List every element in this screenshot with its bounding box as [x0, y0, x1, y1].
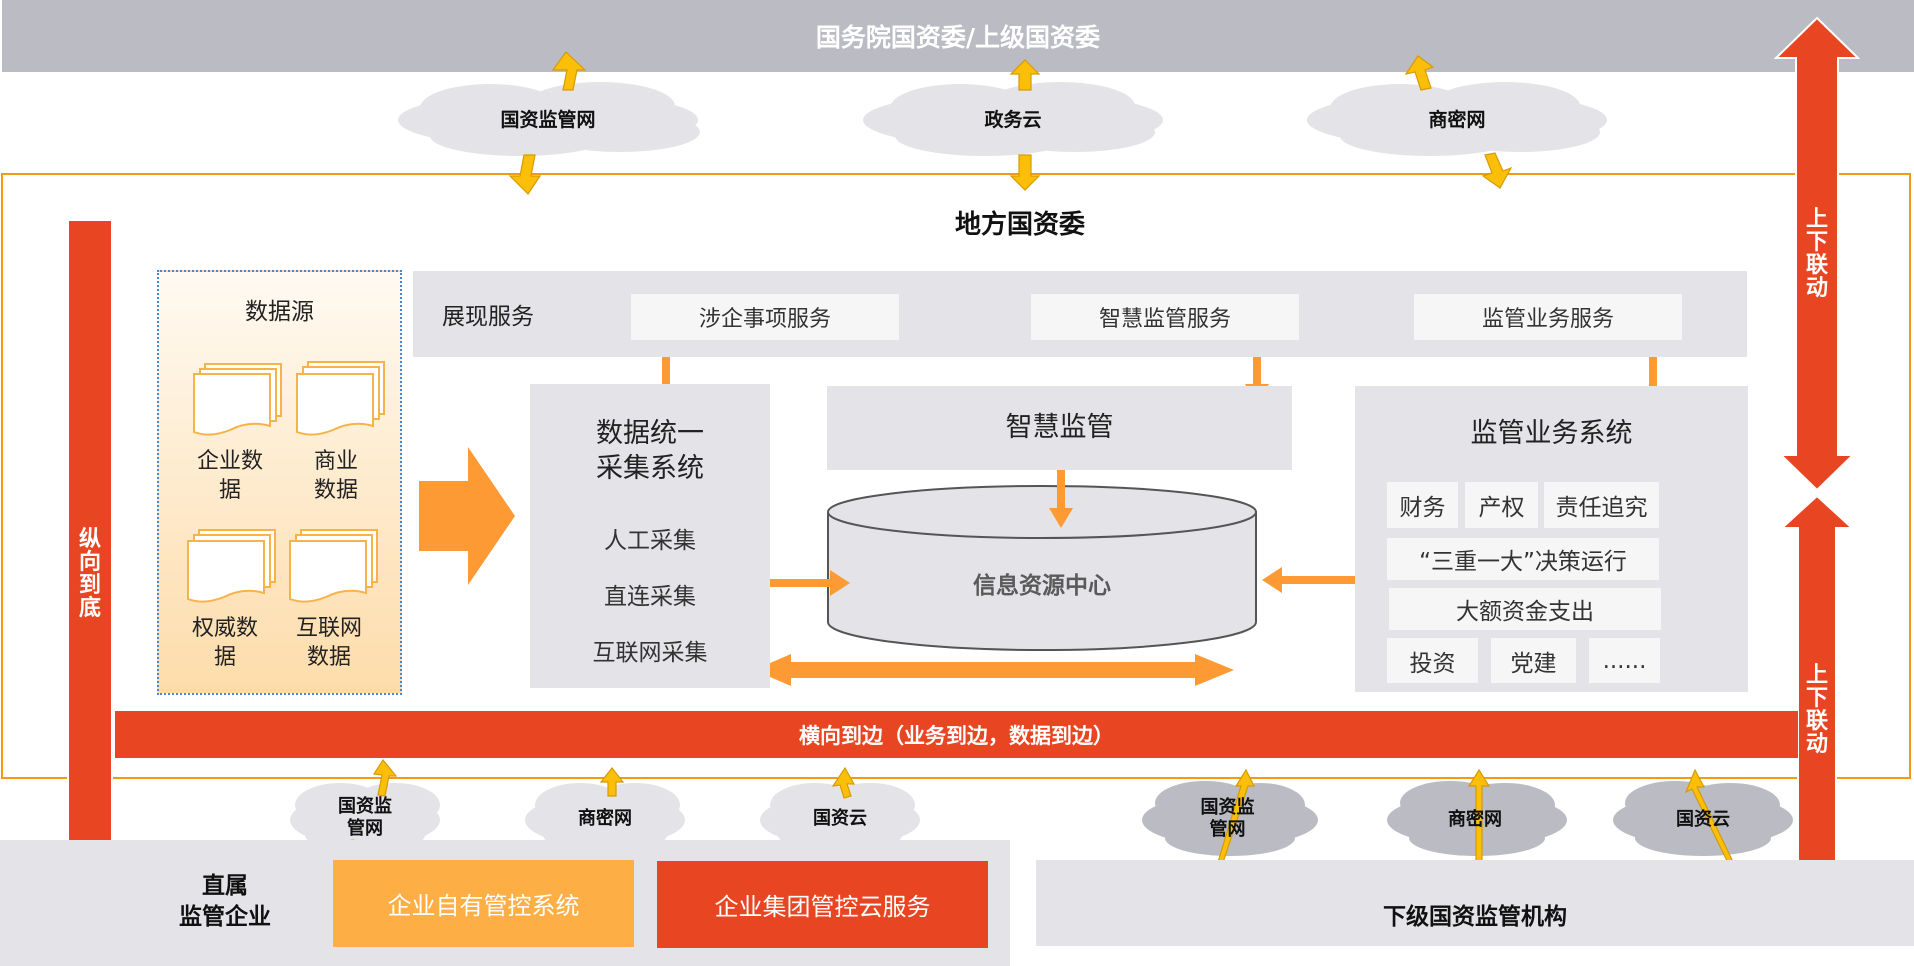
horizontal-coverage-bar: 横向到边（业务到边，数据到边）: [115, 711, 1798, 758]
service-enterprise-affairs[interactable]: 涉企事项服务: [631, 294, 899, 340]
cloud-icon: [1307, 82, 1607, 156]
local-sasac-title: 地方国资委: [954, 209, 1085, 240]
superior-sasac-band: 国务院国资委/上级国资委: [2, 0, 1914, 72]
cloud-label-sasac-network: 国资监管网: [500, 108, 596, 131]
up-arrow-icon: [1009, 59, 1041, 91]
data-collection-panel: 数据统一 采集系统 人工采集 直连采集 互联网采集: [530, 384, 770, 688]
smart-supervision-panel[interactable]: 智慧监管: [827, 386, 1292, 470]
data-source-item-line: 数据: [306, 645, 351, 670]
service-smart-supervision[interactable]: 智慧监管服务: [1031, 294, 1299, 340]
updown-bottom-label: 上下联动: [1805, 663, 1828, 758]
bidirectional-arrow: [1641, 324, 1665, 406]
label-line: 监管企业: [179, 904, 271, 930]
cloud-label-line: 国资监: [338, 796, 392, 818]
data-source-item-line: 权威数: [191, 616, 258, 642]
bidirectional-arrow: [1262, 567, 1386, 593]
cloud-label-line: 管网: [1209, 819, 1246, 840]
data-source-panel: 数据源: [157, 270, 402, 695]
cloud-label-line: 管网: [347, 818, 383, 839]
supervision-business-panel: 监管业务系统 财务 产权 责任追究 “三重一大”决策运行 大额资金支出 投资 党…: [1355, 386, 1748, 692]
collect-method-direct: 直连采集: [604, 584, 696, 610]
cloud-icon: [1613, 781, 1793, 856]
down-arrow-icon: [508, 154, 542, 195]
collect-method-internet: 互联网采集: [592, 640, 708, 666]
data-source-item-line: 商业: [313, 449, 358, 475]
cloud-label: 国资云: [813, 808, 867, 830]
biz-item-large-funds[interactable]: 大额资金支出: [1389, 588, 1661, 630]
updown-arrow-top: [1773, 16, 1861, 492]
cloud-label: 国资云: [1676, 809, 1730, 831]
flow-right-arrow-shape: [419, 447, 515, 585]
resource-center-label: 信息资源中心: [973, 573, 1111, 599]
data-source-item-line: 数据: [313, 478, 358, 503]
bidirectional-arrow: [654, 323, 678, 404]
up-arrow-icon: [599, 767, 625, 797]
cloud-icon: [398, 82, 700, 156]
biz-item-more[interactable]: ......: [1589, 638, 1660, 683]
group-cloud-service[interactable]: 企业集团管控云服务: [657, 861, 988, 948]
data-source-item-line: 据: [213, 645, 236, 670]
up-arrow-icon: [551, 51, 587, 91]
data-source-item: 企业数 据: [175, 446, 285, 508]
cloud-label: 国资监 管网: [1175, 794, 1280, 844]
title-line: 采集系统: [596, 453, 704, 484]
lower-sasac-label: 下级国资监管机构: [1383, 904, 1567, 930]
cloud-icon: [863, 82, 1163, 156]
lower-sasac-band: 下级国资监管机构: [1036, 860, 1914, 946]
collect-method-manual: 人工采集: [604, 528, 696, 554]
biz-item-accountability[interactable]: 责任追究: [1544, 482, 1659, 528]
direct-enterprises-label: 直属 监管企业: [150, 862, 300, 942]
enterprise-own-system[interactable]: 企业自有管控系统: [333, 860, 634, 947]
supervision-business-title: 监管业务系统: [1470, 418, 1633, 450]
cloud-label-gov-cloud: 政务云: [984, 108, 1042, 131]
biz-item-investment[interactable]: 投资: [1387, 638, 1478, 683]
bidirectional-arrow: [742, 570, 850, 596]
cloud-label-line: 国资监: [1200, 797, 1255, 819]
up-arrow-icon: [1404, 55, 1435, 91]
data-source-item: 互联网 数据: [274, 613, 384, 675]
data-source-item: 商业 数据: [281, 446, 391, 508]
vertical-arrow-label: 纵向到底: [78, 527, 101, 622]
data-source-item: 权威数 据: [170, 613, 280, 675]
data-source-title: 数据源: [245, 299, 314, 325]
horizontal-coverage-label: 横向到边（业务到边，数据到边）: [799, 723, 1114, 748]
bidirectional-arrow: [1049, 446, 1073, 528]
cloud-label: 商密网: [1448, 809, 1502, 831]
data-source-item-line: 企业数: [196, 449, 263, 475]
up-arrow-icon: [831, 766, 856, 799]
down-arrow-icon: [1009, 154, 1041, 191]
data-collection-title: 数据统一 采集系统: [530, 414, 770, 488]
biz-item-party[interactable]: 党建: [1491, 638, 1576, 683]
cloud-label: 国资监 管网: [315, 793, 415, 843]
title-line: 数据统一: [596, 417, 704, 449]
flow-right-arrow: [420, 446, 468, 447]
presentation-label: 展现服务: [442, 304, 534, 330]
data-source-item-line: 据: [218, 478, 241, 503]
service-supervision-business[interactable]: 监管业务服务: [1414, 294, 1682, 340]
data-source-item-line: 互联网: [295, 616, 362, 642]
biz-item-finance[interactable]: 财务: [1387, 482, 1458, 528]
cloud-label: 商密网: [578, 808, 632, 830]
updown-top-label: 上下联动: [1805, 207, 1828, 302]
superior-sasac-title: 国务院国资委/上级国资委: [815, 23, 1101, 52]
up-arrow-icon: [372, 758, 398, 797]
down-arrow-icon: [1481, 152, 1513, 189]
cloud-label-crypto-network: 商密网: [1428, 108, 1486, 131]
label-line: 直属: [202, 872, 248, 899]
local-sasac-frame: [1, 173, 1911, 779]
bidirectional-arrow: [1245, 324, 1269, 404]
biz-item-property[interactable]: 产权: [1465, 482, 1538, 528]
biz-item-decision[interactable]: “三重一大”决策运行: [1387, 538, 1659, 580]
database-cylinder-icon: [827, 485, 1257, 651]
bidirectional-arrow: [754, 654, 1234, 686]
